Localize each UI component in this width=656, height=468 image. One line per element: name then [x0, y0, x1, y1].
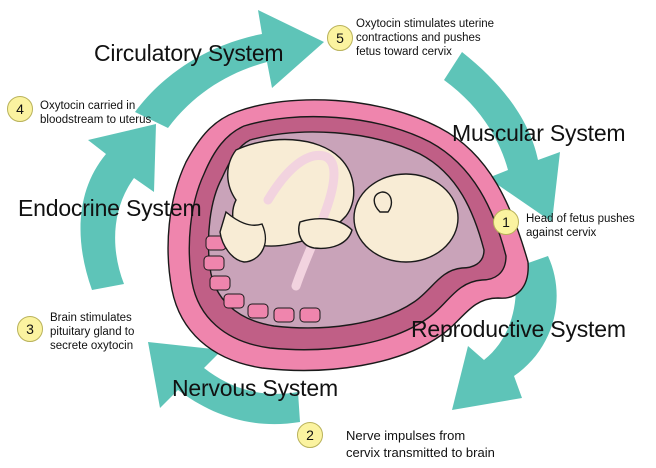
step-2-text: Nerve impulses from cervix transmitted t…	[346, 427, 495, 461]
fetus-ear	[374, 192, 391, 212]
step-3-badge: 3	[17, 316, 43, 342]
step-5-badge: 5	[327, 25, 353, 51]
muscular-system-label: Muscular System	[452, 120, 625, 147]
step-4-badge: 4	[7, 96, 33, 122]
nervous-system-label: Nervous System	[172, 375, 338, 402]
step-4-text: Oxytocin carried in bloodstream to uteru…	[40, 99, 151, 127]
step-2-badge: 2	[297, 422, 323, 448]
step-1-badge: 1	[493, 209, 519, 235]
fetus-head	[354, 174, 458, 262]
step-1-text: Head of fetus pushes against cervix	[526, 212, 635, 240]
endocrine-system-label: Endocrine System	[18, 195, 201, 222]
step-3-text: Brain stimulates pituitary gland to secr…	[50, 311, 134, 353]
reproductive-system-label: Reproductive System	[411, 316, 626, 343]
circulatory-system-label: Circulatory System	[94, 40, 283, 67]
step-5-text: Oxytocin stimulates uterine contractions…	[356, 17, 494, 59]
